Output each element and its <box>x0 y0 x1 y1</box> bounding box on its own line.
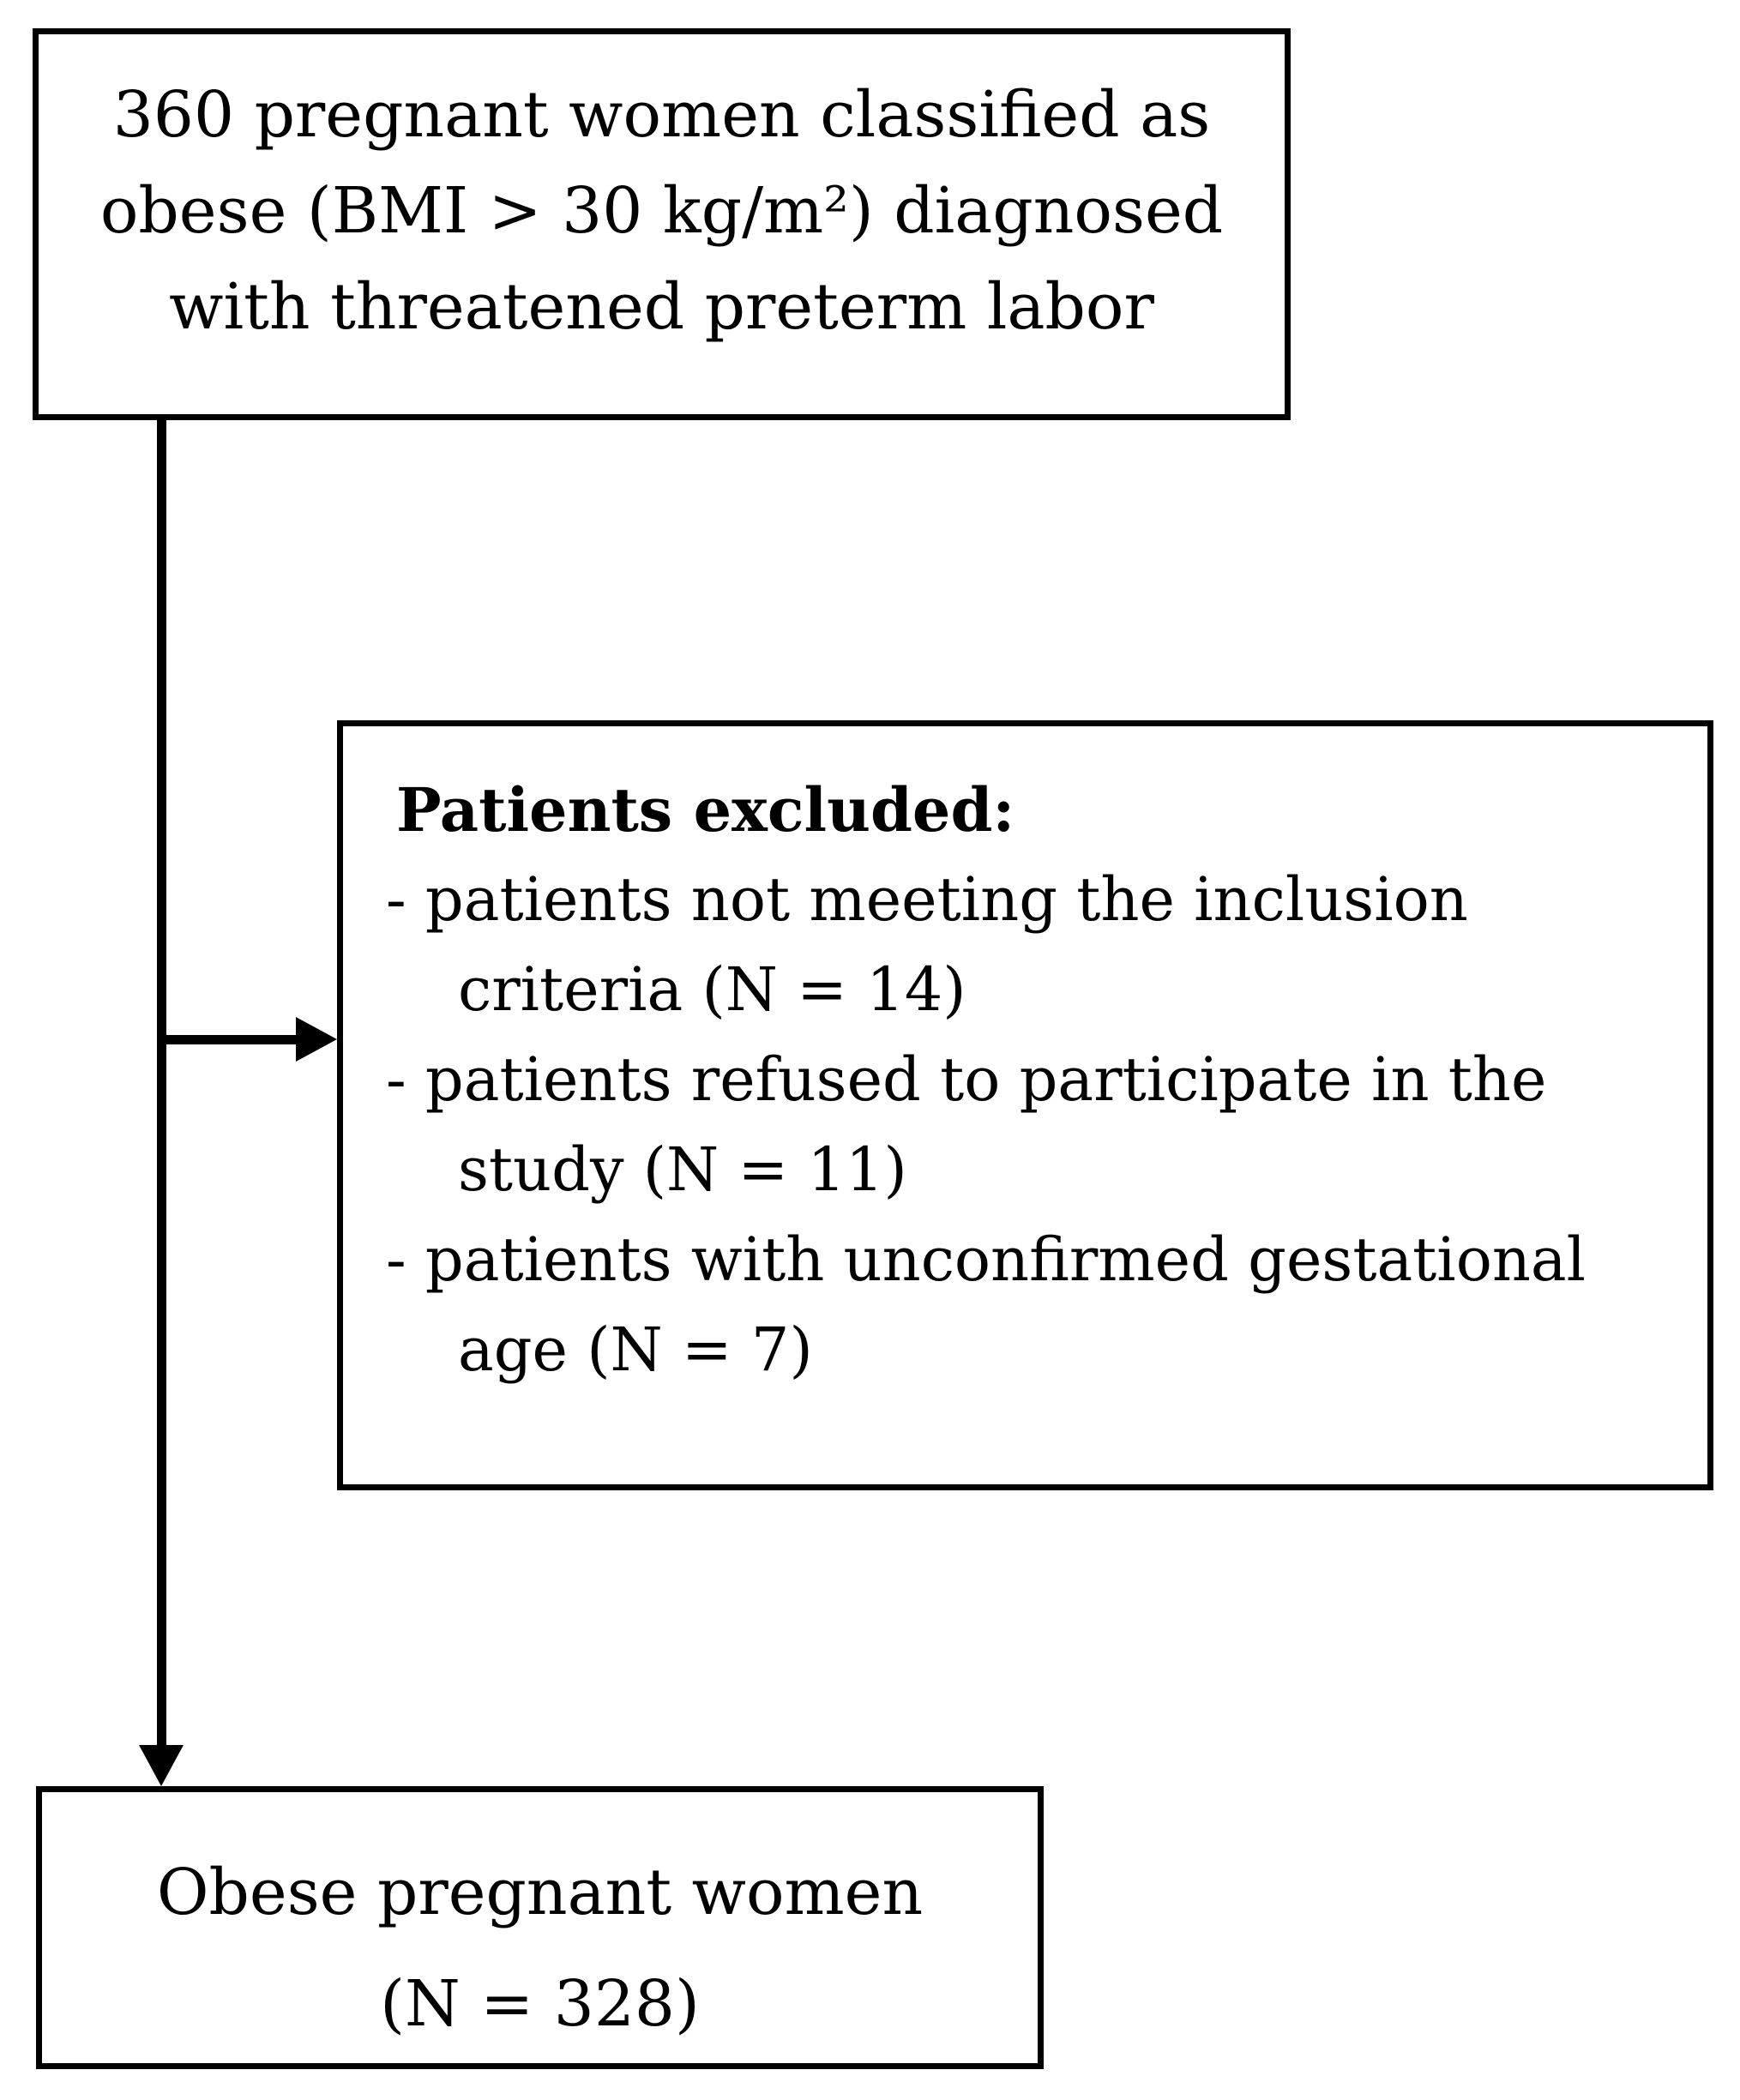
result-line-1: Obese pregnant women <box>156 1856 924 1929</box>
enrollment-line-2: obese (BMI > 30 kg/m²) diagnosed <box>99 174 1224 248</box>
excluded-item-2-line-2: study (N = 11) <box>458 1134 907 1205</box>
excluded-item-2-line-1: - patients refused to participate in the <box>386 1044 1547 1115</box>
excluded-heading: Patients excluded: <box>396 774 1015 845</box>
enrollment-line-3: with threatened preterm labor <box>169 270 1154 344</box>
excluded-item: - patients refused to participate in the… <box>343 1035 1707 1215</box>
excluded-item-3-line-1: - patients with unconfirmed gestational <box>386 1224 1586 1295</box>
flow-line-vertical <box>157 418 166 1748</box>
result-line-2: (N = 328) <box>380 1967 700 2041</box>
excluded-box: Patients excluded: - patients not meetin… <box>337 720 1713 1490</box>
result-box: Obese pregnant women (N = 328) <box>36 1786 1044 2069</box>
enrollment-box: 360 pregnant women classified as obese (… <box>33 28 1291 420</box>
arrowhead-right-icon <box>296 1017 337 1062</box>
arrowhead-down-icon <box>139 1745 184 1786</box>
excluded-item-1-line-2: criteria (N = 14) <box>458 954 966 1025</box>
flow-line-horizontal <box>161 1035 298 1044</box>
excluded-item-3-line-2: age (N = 7) <box>458 1315 813 1385</box>
excluded-item: - patients not meeting the inclusion cri… <box>343 855 1707 1035</box>
excluded-item-1-line-1: - patients not meeting the inclusion <box>386 864 1468 935</box>
enrollment-line-1: 360 pregnant women classified as <box>112 78 1211 152</box>
excluded-item: - patients with unconfirmed gestational … <box>343 1215 1707 1395</box>
